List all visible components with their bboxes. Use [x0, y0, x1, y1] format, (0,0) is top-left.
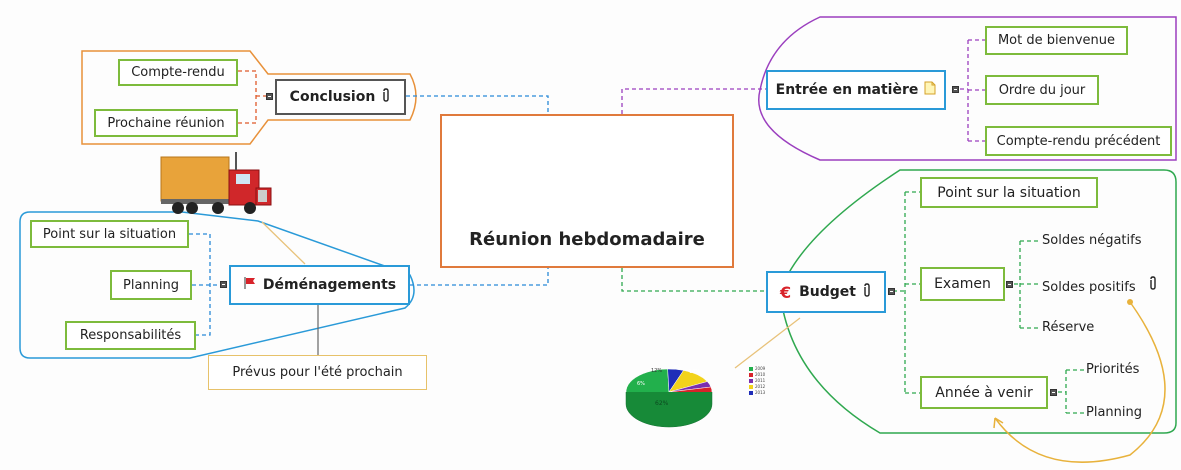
central-topic[interactable]: Réunion hebdomadaire — [440, 114, 734, 268]
annee-child-connectors — [1058, 369, 1084, 414]
pie-legend-item: 2010 — [749, 372, 765, 378]
pie-legend-item: 2009 — [749, 366, 765, 372]
budget-topic[interactable]: € Budget — [766, 271, 886, 313]
examen-child-soldes-negatifs[interactable]: Soldes négatifs — [1042, 233, 1142, 248]
budget-child-annee-a-venir[interactable]: Année à venir — [920, 376, 1048, 409]
pie-label-6: 6% — [637, 381, 645, 387]
demenagements-label: Déménagements — [262, 277, 397, 293]
demenagements-child-connectors — [189, 233, 222, 336]
entree-topic[interactable]: Entrée en matière — [766, 70, 946, 110]
entree-child-connectors — [960, 39, 985, 142]
entree-child-mot-de-bienvenue[interactable]: Mot de bienvenue — [985, 26, 1128, 55]
conclusion-child-prochaine-reunion[interactable]: Prochaine réunion — [94, 109, 238, 137]
pie-label-62: 62% — [655, 400, 669, 407]
demenagements-main-connector — [410, 267, 549, 286]
conclusion-group-outline — [81, 50, 417, 145]
budget-label: Budget — [799, 284, 856, 300]
examen-child-reserve[interactable]: Réserve — [1042, 320, 1095, 335]
budget-main-connector — [621, 268, 766, 292]
pie-label-12: 12% — [651, 368, 663, 374]
relationship-start-dot — [1127, 299, 1133, 305]
conclusion-child-connectors — [238, 70, 268, 124]
paperclip-icon — [862, 282, 872, 302]
demenagements-child-point-sur-la-situation[interactable]: Point sur la situation — [30, 220, 189, 248]
pie-legend-item: 2012 — [749, 384, 765, 390]
demenagements-child-planning[interactable]: Planning — [110, 270, 192, 300]
note-icon — [924, 81, 936, 99]
demenagements-child-responsabilites[interactable]: Responsabilités — [65, 321, 196, 350]
pie-legend: 2009 2010 2011 2012 2013 — [749, 366, 765, 396]
conclusion-topic[interactable]: Conclusion — [275, 79, 406, 115]
annee-collapse-toggle[interactable] — [1050, 389, 1057, 396]
entree-collapse-toggle[interactable] — [952, 86, 959, 93]
entree-child-ordre-du-jour[interactable]: Ordre du jour — [985, 75, 1099, 105]
demenagements-topic[interactable]: Déménagements — [229, 265, 410, 305]
pie-label-16: 16% — [689, 369, 701, 375]
examen-child-soldes-positifs[interactable]: Soldes positifs — [1042, 276, 1158, 295]
pie-chart — [625, 368, 713, 428]
examen-collapse-toggle[interactable] — [1006, 281, 1013, 288]
budget-child-examen[interactable]: Examen — [920, 267, 1005, 301]
conclusion-main-connector — [406, 95, 549, 114]
pie-label-4: 4% — [673, 365, 681, 371]
examen-child-connectors — [1014, 240, 1040, 329]
truck-link — [261, 221, 306, 265]
pie-link — [734, 317, 801, 369]
entree-child-compte-rendu-precedent[interactable]: Compte-rendu précédent — [985, 126, 1172, 156]
euro-icon: € — [779, 282, 792, 302]
entree-group-outline — [758, 16, 1177, 161]
budget-group-outline — [779, 169, 1177, 434]
pie-legend-item: 2011 — [749, 378, 765, 384]
budget-collapse-toggle[interactable] — [888, 288, 895, 295]
demenagements-note[interactable]: Prévus pour l'été prochain — [208, 355, 427, 390]
pie-depth — [625, 392, 713, 428]
truck-illustration — [160, 152, 272, 214]
annee-child-priorites[interactable]: Priorités — [1086, 362, 1140, 377]
annee-child-planning[interactable]: Planning — [1086, 405, 1142, 420]
central-topic-title: Réunion hebdomadaire — [469, 229, 705, 250]
entree-main-connector — [621, 88, 766, 116]
entree-label: Entrée en matière — [775, 82, 919, 98]
budget-child-point-sur-la-situation[interactable]: Point sur la situation — [920, 177, 1098, 208]
conclusion-child-compte-rendu[interactable]: Compte-rendu — [118, 59, 238, 86]
budget-child-connectors — [893, 191, 920, 394]
relationship-arrow — [994, 301, 1166, 463]
conclusion-collapse-toggle[interactable] — [266, 93, 273, 100]
paperclip-icon — [381, 87, 391, 107]
conclusion-label: Conclusion — [289, 89, 376, 105]
demenagements-collapse-toggle[interactable] — [220, 281, 227, 288]
paperclip-icon — [1148, 276, 1158, 295]
pie-legend-item: 2013 — [749, 390, 765, 396]
relationship-arrowhead — [993, 417, 1004, 429]
flag-icon — [243, 276, 257, 294]
